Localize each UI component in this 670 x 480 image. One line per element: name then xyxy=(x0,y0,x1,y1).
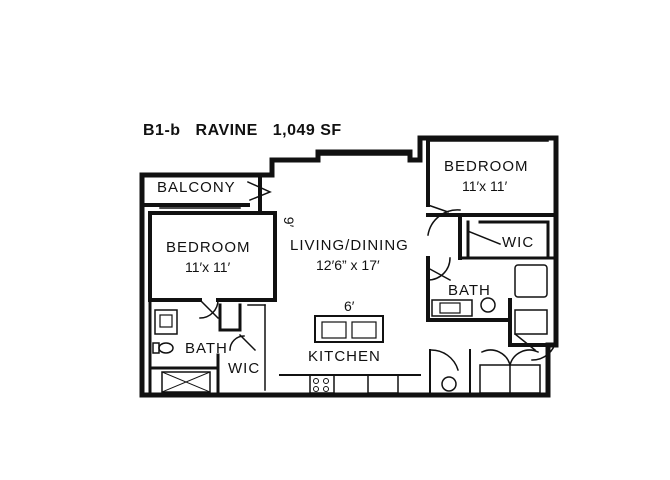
left-vanity xyxy=(154,309,178,335)
kitchen-counter xyxy=(279,374,421,394)
left-bath-label: BATH xyxy=(185,340,228,357)
right-bath-door xyxy=(426,257,452,282)
left-shower xyxy=(161,371,211,393)
right-vanity xyxy=(431,299,473,317)
left-bedroom-size: 11′x 11′ xyxy=(185,259,231,275)
left-bath-walls xyxy=(148,298,242,397)
utility-door xyxy=(429,349,540,371)
right-bath-walls xyxy=(426,256,558,347)
living-dining-label: LIVING/DINING xyxy=(290,237,409,254)
kitchen-label: KITCHEN xyxy=(308,348,381,365)
right-bedroom-door xyxy=(427,204,461,236)
left-toilet xyxy=(158,342,174,354)
plan-title: B1-b RAVINE 1,049 SF xyxy=(143,122,352,140)
left-wic-label: WIC xyxy=(228,360,261,377)
right-wic-door xyxy=(469,231,501,245)
balcony-label: BALCONY xyxy=(157,179,236,196)
balcony-door xyxy=(247,181,272,201)
linen-closet xyxy=(514,309,548,335)
right-tub xyxy=(514,264,548,298)
left-sink xyxy=(159,314,173,328)
left-wic-door xyxy=(229,333,257,352)
left-bedroom-label: BEDROOM xyxy=(166,239,251,256)
plan-name: RAVINE xyxy=(195,122,258,139)
windows xyxy=(159,140,549,209)
left-bedroom-door xyxy=(198,298,220,320)
water-heater xyxy=(441,376,457,392)
living-dining-size: 12′6” x 17′ xyxy=(316,257,380,273)
left-wic-shelf xyxy=(247,304,266,391)
right-bedroom-label: BEDROOM xyxy=(444,158,529,175)
utility-closet xyxy=(429,349,541,396)
balcony-walls xyxy=(140,173,262,212)
island-length: 6′ xyxy=(344,298,355,314)
right-wic-label: WIC xyxy=(502,234,535,251)
unit-area: 1,049 SF xyxy=(272,122,342,139)
left-bedroom-walls xyxy=(148,211,277,302)
right-toilet xyxy=(480,297,496,313)
unit-code: B1-b xyxy=(143,122,181,139)
exterior-walls xyxy=(139,135,559,398)
ceiling-height: 9′ xyxy=(281,216,298,228)
right-bath-label: BATH xyxy=(448,282,491,299)
right-wic-walls xyxy=(458,220,558,260)
kitchen-island xyxy=(314,315,384,343)
cooktop-burners xyxy=(313,378,329,392)
right-bedroom-walls xyxy=(426,136,558,260)
right-bedroom-size: 11′x 11′ xyxy=(462,178,508,194)
